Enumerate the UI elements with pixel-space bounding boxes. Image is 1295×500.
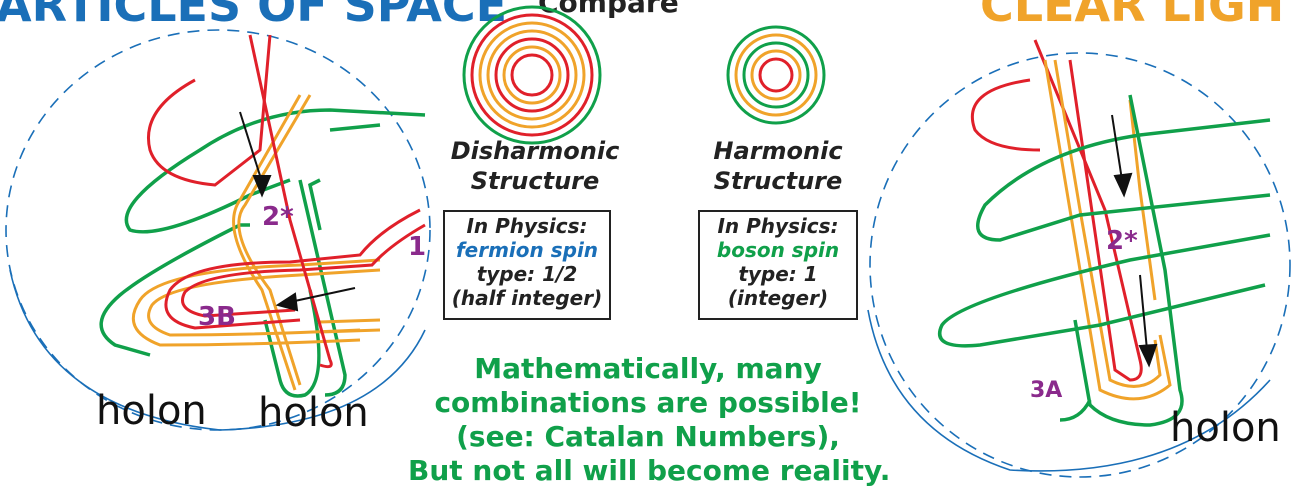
fermion-box-line3: type: 1/2: [476, 262, 578, 286]
disharmonic-label-line1: Disharmonic: [450, 137, 620, 165]
boson-box-line3: type: 1: [738, 262, 818, 286]
left-label-3b: 3B: [198, 302, 236, 332]
boson-box-line4: (integer): [727, 286, 829, 310]
fermion-box-line4: (half integer): [451, 286, 603, 310]
left-green-strands: [99, 108, 426, 398]
harmonic-circles: [726, 25, 826, 125]
fermion-physics-box: In Physics: fermion spin type: 1/2 (half…: [443, 210, 611, 320]
compare-title: Compare: [538, 0, 679, 19]
left-orange-strands: [131, 94, 381, 391]
fermion-box-line1: In Physics:: [466, 214, 588, 238]
right-red-strands: [970, 39, 1143, 382]
left-title: ARTICLES OF SPACE: [0, 0, 508, 32]
holon-label-left-2: holon: [258, 390, 369, 436]
right-green-strands: [937, 94, 1271, 427]
right-dashed-circle: [869, 52, 1291, 478]
disharmonic-structure-label: Disharmonic Structure: [445, 136, 625, 196]
harmonic-label-line2: Structure: [713, 167, 843, 195]
catalan-note: Mathematically, many combinations are po…: [408, 352, 891, 488]
boson-box-line1: In Physics:: [717, 214, 839, 238]
harmonic-label-line1: Harmonic: [713, 137, 843, 165]
right-label-2star: 2*: [1106, 226, 1138, 256]
disharmonic-label-line2: Structure: [470, 167, 600, 195]
left-circle-solid-arc: [9, 269, 426, 431]
fermion-box-line2: fermion spin: [455, 238, 599, 262]
right-orange-strands: [1043, 59, 1172, 401]
right-circle-solid-arc: [867, 309, 1271, 472]
left-red-strands: [147, 34, 426, 369]
boson-box-line2: boson spin: [716, 238, 840, 262]
holon-label-right: holon: [1170, 405, 1281, 451]
harmonic-structure-label: Harmonic Structure: [698, 136, 858, 196]
left-label-2star: 2*: [262, 202, 294, 232]
right-arrows: [1111, 114, 1158, 368]
left-arrows: [239, 111, 356, 312]
catalan-note-line1: Mathematically, many: [474, 352, 822, 385]
right-title: CLEAR LIGHT: [980, 0, 1295, 32]
catalan-note-line3: (see: Catalan Numbers),: [456, 420, 840, 453]
boson-physics-box: In Physics: boson spin type: 1 (integer): [698, 210, 858, 320]
left-dashed-circle: [5, 29, 431, 431]
disharmonic-circles: [462, 5, 602, 145]
right-label-3a: 3A: [1030, 378, 1063, 403]
catalan-note-line2: combinations are possible!: [434, 386, 862, 419]
left-label-1: 1: [408, 232, 427, 262]
catalan-note-line4: But not all will become reality.: [408, 454, 891, 487]
holon-label-left-1: holon: [96, 388, 207, 434]
